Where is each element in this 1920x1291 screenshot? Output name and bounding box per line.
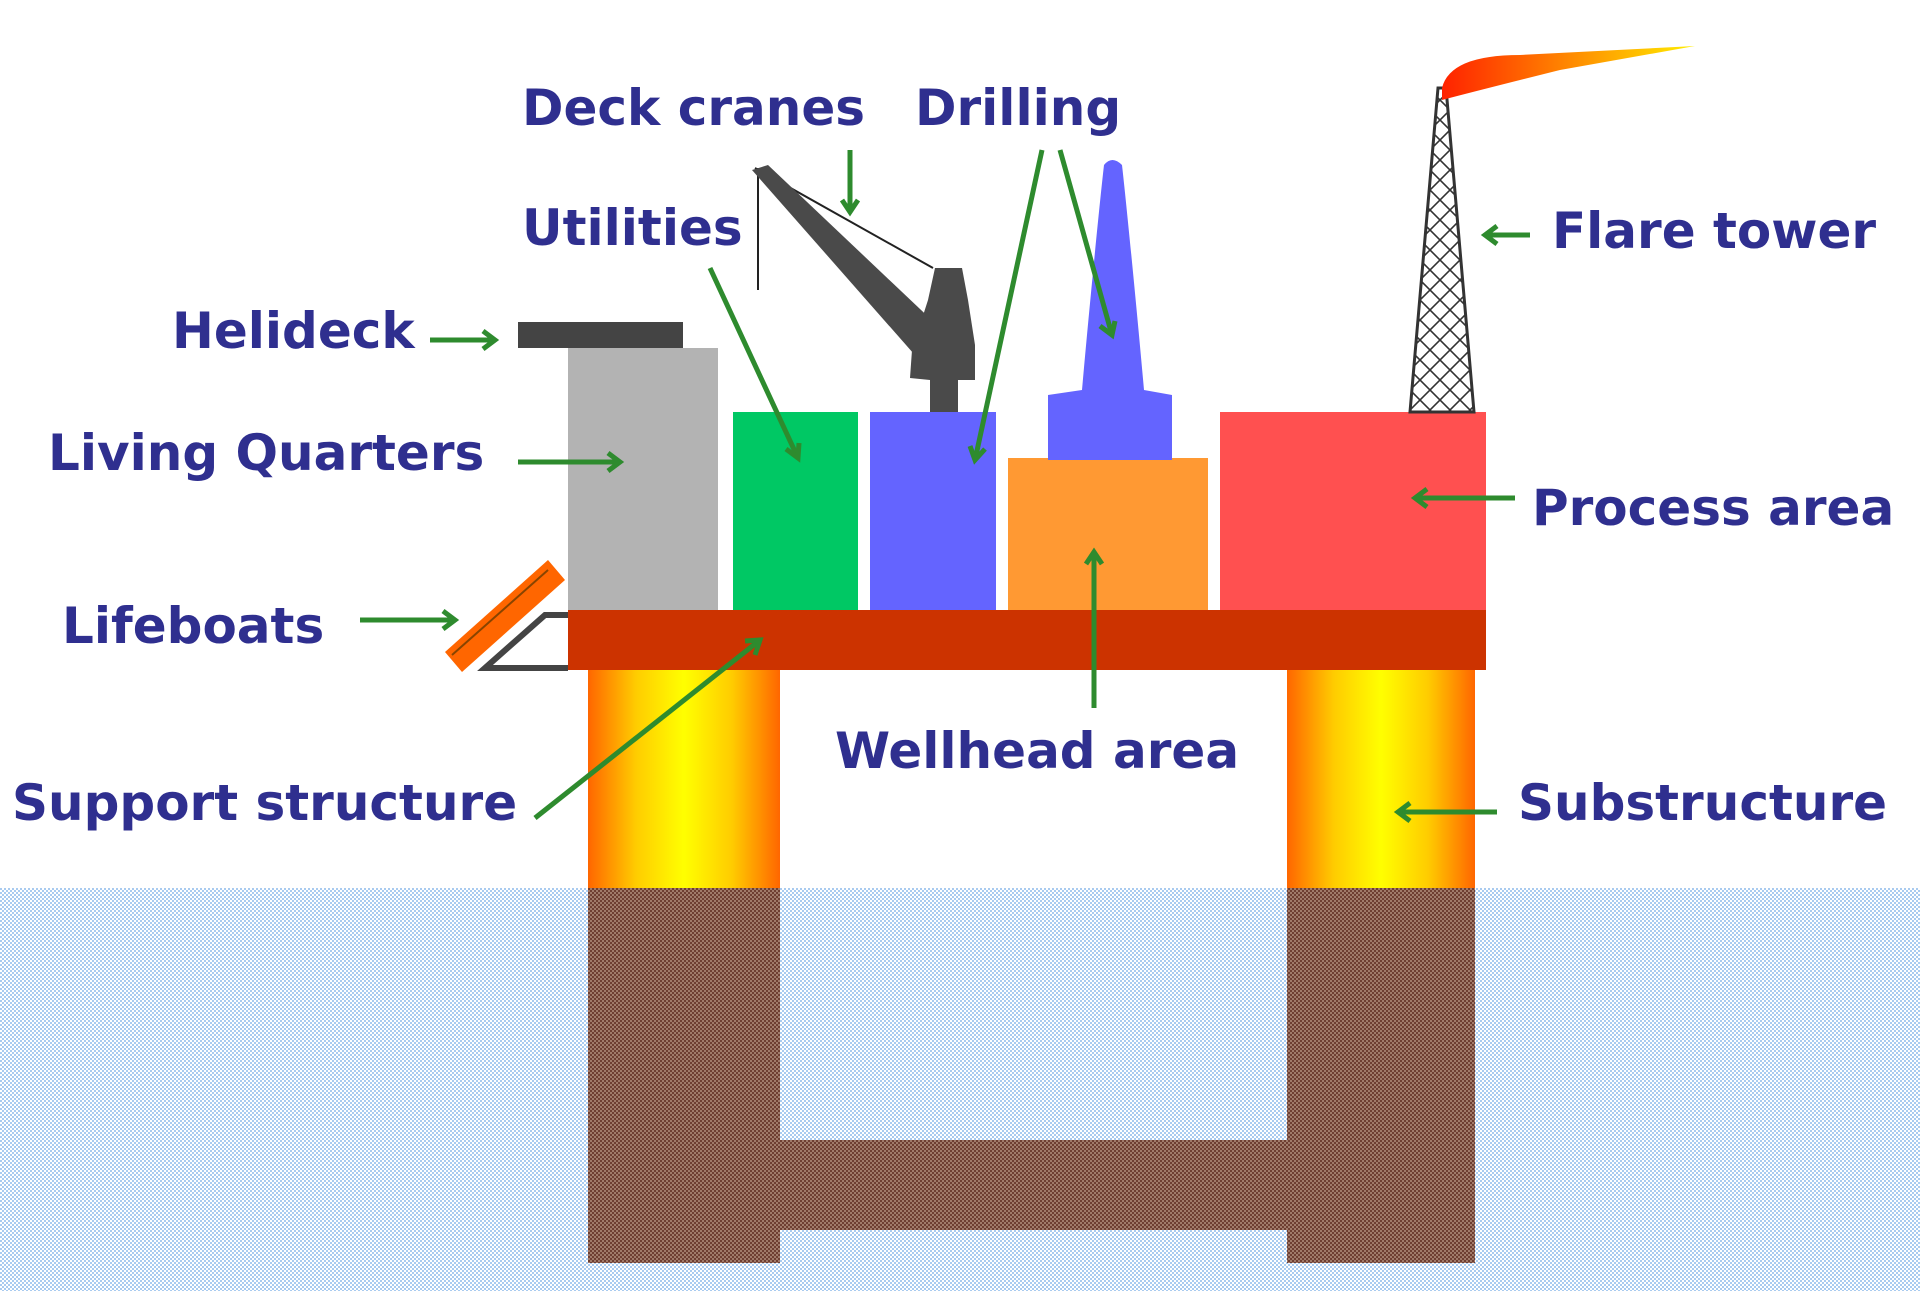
drilling-derrick bbox=[1048, 160, 1172, 460]
lifeboat bbox=[445, 560, 568, 672]
living-quarters-block bbox=[568, 348, 718, 610]
flare-flame bbox=[1442, 46, 1695, 100]
drilling-block bbox=[870, 412, 996, 610]
deck-cranes-arrow bbox=[839, 150, 861, 217]
label-substructure: Substructure bbox=[1518, 774, 1887, 832]
helideck-arrow bbox=[430, 329, 500, 351]
substructure-arrow bbox=[1393, 801, 1497, 823]
substructure-leg-right bbox=[1287, 668, 1475, 888]
label-flare-tower: Flare tower bbox=[1552, 202, 1876, 260]
living-quarters-arrow bbox=[518, 451, 625, 473]
utilities-block bbox=[733, 412, 858, 610]
wellhead-area-arrow bbox=[1083, 547, 1105, 708]
label-wellhead-area: Wellhead area bbox=[835, 722, 1239, 780]
label-utilities: Utilities bbox=[522, 199, 743, 257]
sea bbox=[0, 888, 1920, 1291]
process-area-block bbox=[1220, 412, 1486, 610]
lifeboats-arrow bbox=[360, 609, 460, 631]
callout-arrows bbox=[360, 149, 1530, 823]
pontoons bbox=[588, 888, 1475, 1263]
label-drilling: Drilling bbox=[915, 79, 1121, 137]
support-deck bbox=[568, 610, 1486, 670]
label-support-structure: Support structure bbox=[12, 774, 517, 832]
utilities-arrow bbox=[707, 266, 802, 463]
flare-tower bbox=[1408, 86, 1476, 414]
label-process-area: Process area bbox=[1532, 479, 1894, 537]
label-living-quarters: Living Quarters bbox=[48, 424, 484, 482]
flare-tower-arrow bbox=[1480, 224, 1530, 246]
drilling-arrow-1 bbox=[967, 149, 1045, 465]
deck-crane bbox=[752, 165, 975, 412]
drilling-arrow-2 bbox=[1057, 149, 1118, 340]
support-structure-arrow bbox=[533, 637, 764, 820]
process-area-arrow bbox=[1410, 487, 1515, 509]
substructure-leg-left bbox=[588, 668, 780, 888]
helideck-pad bbox=[518, 322, 683, 348]
label-helideck: Helideck bbox=[172, 302, 416, 360]
label-deck-cranes: Deck cranes bbox=[522, 79, 865, 137]
label-lifeboats: Lifeboats bbox=[62, 597, 324, 655]
wellhead-block bbox=[1008, 458, 1208, 610]
